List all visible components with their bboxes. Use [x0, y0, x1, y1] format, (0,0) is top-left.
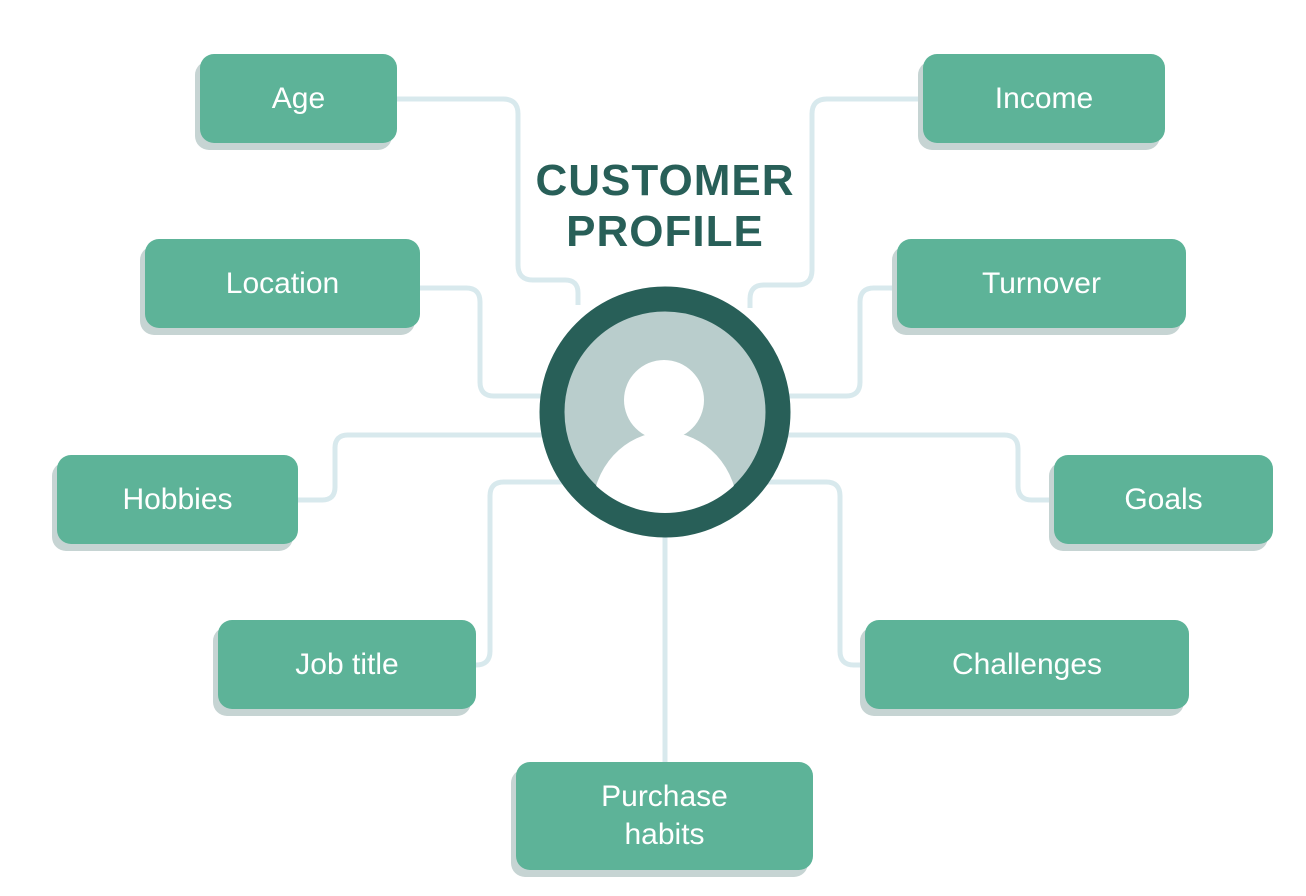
attribute-label: Income: [994, 81, 1094, 115]
connector-age: [397, 96, 581, 305]
attribute-turnover: Turnover: [897, 239, 1186, 328]
attribute-label: Hobbies: [122, 482, 233, 516]
connector-hobbies: [298, 432, 545, 503]
attribute-label: Age: [271, 81, 326, 115]
user-avatar-icon: [539, 286, 791, 538]
attribute-job-title: Job title: [218, 620, 476, 709]
connector-income: [747, 96, 923, 308]
connector-goals: [785, 432, 1054, 503]
title-line-1: CUSTOMER: [535, 156, 795, 205]
attribute-label: Job title: [295, 647, 399, 681]
attribute-label: Challenges: [951, 647, 1103, 681]
attribute-age: Age: [200, 54, 397, 143]
attribute-hobbies: Hobbies: [57, 455, 298, 544]
connector-challenges: [765, 479, 865, 668]
attribute-label: Location: [225, 266, 340, 300]
attribute-label: habits: [624, 818, 705, 851]
title-line-2: PROFILE: [566, 207, 764, 256]
attribute-label: Goals: [1124, 482, 1203, 516]
page-title: CUSTOMER PROFILE: [465, 155, 865, 257]
attribute-label: Turnover: [982, 266, 1101, 300]
attribute-label: Purchase: [601, 780, 728, 813]
connector-job-title: [475, 479, 565, 668]
connector-turnover: [785, 285, 897, 399]
connector-location: [420, 285, 545, 399]
attribute-goals: Goals: [1054, 455, 1273, 544]
attribute-income: Income: [923, 54, 1165, 143]
attribute-challenges: Challenges: [865, 620, 1189, 709]
attribute-location: Location: [145, 239, 420, 328]
attribute-purchase-habits: Purchase habits: [516, 762, 813, 870]
